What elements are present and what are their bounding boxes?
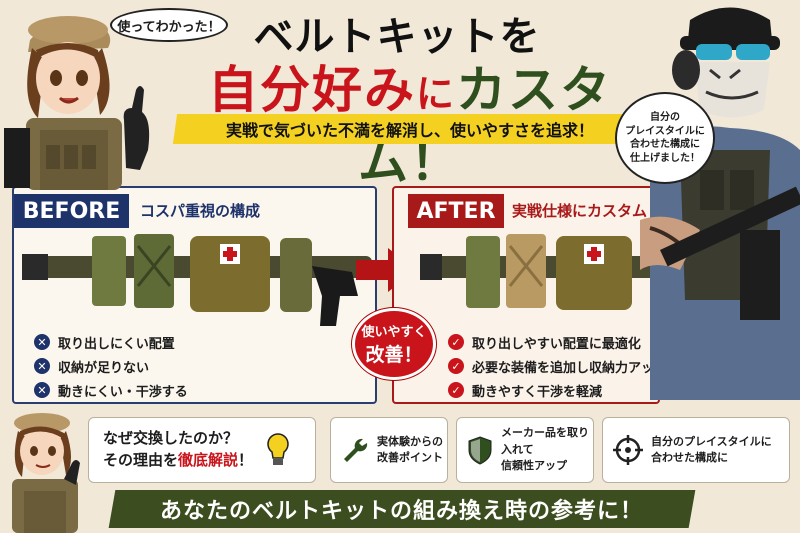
before-issues-list: ✕ 取り出しにくい配置 ✕ 収納が足りない ✕ 動きにくい・干渉する: [34, 330, 188, 402]
reason-card-text: なぜ交換したのか？ その理由を徹底解説！: [89, 428, 253, 472]
subtitle-ribbon: 実戦で気づいた不満を解消し、使いやすさを追求！: [172, 114, 648, 144]
check-circle-icon: ✓: [448, 334, 464, 350]
list-item-label: 収納が足りない: [58, 360, 150, 376]
subtitle-ribbon-text: 実戦で気づいた不満を解消し、使いやすさを追求！: [225, 121, 594, 140]
x-circle-icon: ✕: [34, 382, 50, 398]
list-item: ✓ 取り出しやすい配置に最適化: [448, 330, 667, 354]
reason-card-line-2-a: その理由を: [103, 451, 179, 469]
girl-character-illustration: [4, 16, 150, 190]
check-circle-icon: ✓: [448, 382, 464, 398]
list-item-label: 動きやすく干渉を軽減: [472, 384, 603, 400]
reason-card-line-1: なぜ交換したのか？: [103, 429, 239, 448]
reason-card-highlight: 徹底解説: [178, 451, 239, 469]
list-item-label: 取り出しやすい配置に最適化: [472, 336, 641, 352]
playstyle-card-text: 自分のプレイスタイルに 合わせた構成に: [651, 434, 772, 465]
experience-card-text: 実体験からの 改善ポイント: [377, 434, 443, 465]
title-particle: に: [415, 72, 456, 116]
list-item: ✕ 収納が足りない: [34, 354, 188, 378]
lightbulb-icon: [267, 433, 289, 465]
reason-card-line-2-c: ！: [238, 451, 254, 469]
list-item: ✕ 動きにくい・干渉する: [34, 378, 188, 402]
soldier-character-illustration: [640, 7, 800, 400]
list-item-label: 取り出しにくい配置: [58, 336, 175, 352]
before-subtitle: コスパ重視の構成: [140, 202, 261, 220]
footer-banner-text: あなたのベルトキットの組み換え時の参考に！: [160, 499, 644, 524]
playstyle-card: 自分のプレイスタイルに 合わせた構成に: [602, 417, 790, 483]
speech-bubble-top: 使ってわかった！: [110, 8, 228, 42]
reliability-card-text: メーカー品を取り入れて 信頼性アップ: [501, 426, 589, 473]
reliability-card: メーカー品を取り入れて 信頼性アップ: [456, 417, 594, 483]
check-circle-icon: ✓: [448, 358, 464, 374]
list-item-label: 動きにくい・干渉する: [58, 384, 188, 400]
list-item: ✓ 必要な装備を追加し収納力アップ: [448, 354, 667, 378]
girl-character-small-illustration: [12, 413, 80, 533]
footer-banner: あなたのベルトキットの組み換え時の参考に！: [108, 490, 696, 528]
reason-card-line-2: その理由を徹底解説！: [103, 450, 253, 472]
before-tag: BEFORE: [14, 194, 129, 228]
wrench-icon: [344, 438, 368, 462]
after-tag: AFTER: [408, 194, 504, 228]
x-circle-icon: ✕: [34, 334, 50, 350]
title-line-2: 自分好みにカスタム！: [190, 50, 630, 194]
after-subtitle: 実戦仕様にカスタム: [512, 202, 648, 220]
title-line-1: ベルトキットを: [253, 14, 541, 60]
improvement-badge: 使いやすく 改善！: [352, 308, 436, 380]
after-improvements-list: ✓ 取り出しやすい配置に最適化 ✓ 必要な装備を追加し収納力アップ ✓ 動きやすく干渉…: [448, 330, 667, 402]
title-highlight-red: 自分好み: [207, 61, 416, 119]
experience-card: 実体験からの 改善ポイント: [330, 417, 448, 483]
badge-line-2: 改善！: [365, 344, 423, 366]
speech-bubble-right: 自分の プレイスタイルに 合わせた構成に 仕上げました！: [615, 92, 715, 184]
list-item: ✓ 動きやすく干渉を軽減: [448, 378, 667, 402]
list-item-label: 必要な装備を追加し収納力アップ: [472, 360, 668, 376]
x-circle-icon: ✕: [34, 358, 50, 374]
list-item: ✕ 取り出しにくい配置: [34, 330, 188, 354]
belt-kit-before-illustration: [22, 234, 372, 326]
reason-card: なぜ交換したのか？ その理由を徹底解説！: [88, 417, 316, 483]
badge-line-1: 使いやすく: [361, 325, 427, 340]
shield-icon: [468, 436, 492, 465]
crosshair-icon: [613, 435, 643, 465]
